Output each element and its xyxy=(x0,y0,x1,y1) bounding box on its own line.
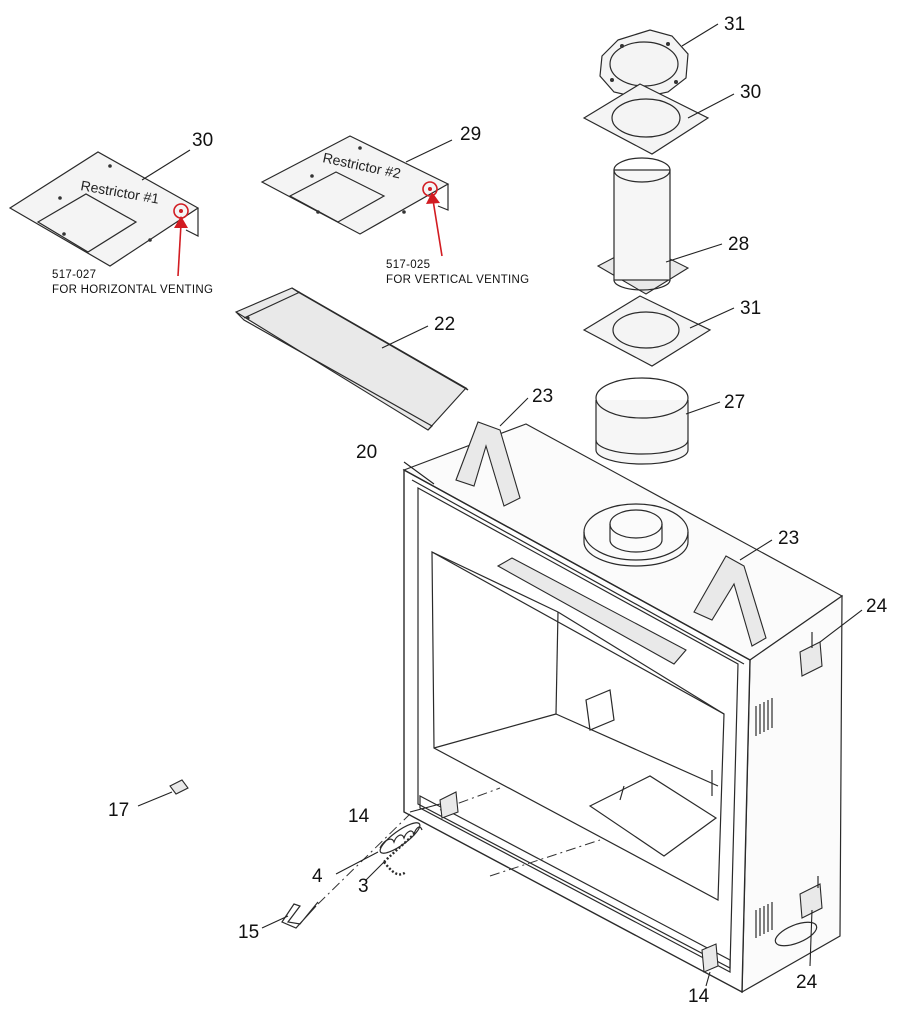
callout-22: 22 xyxy=(434,314,455,335)
callout-31-top: 31 xyxy=(724,14,745,35)
louver-upper xyxy=(755,698,773,736)
callout-24-top: 24 xyxy=(866,596,888,617)
part-22-channel xyxy=(234,287,469,431)
callout-17: 17 xyxy=(108,800,129,821)
restrictor-2-code: 517-025 xyxy=(386,259,430,271)
callout-24-bottom: 24 xyxy=(796,972,818,993)
restrictor-2-use: FOR VERTICAL VENTING xyxy=(386,274,529,286)
restrictor-1-code: 517-027 xyxy=(52,269,96,281)
callout-4: 4 xyxy=(312,866,323,887)
part-31-top-ring xyxy=(599,23,719,99)
part-14-left-latch xyxy=(409,791,459,819)
callout-30-plate: 30 xyxy=(192,130,213,151)
part-14-bottom-latch xyxy=(701,943,719,987)
callout-15: 15 xyxy=(238,922,259,943)
part-15-hook-tool xyxy=(261,901,319,929)
firebox-assembly xyxy=(317,423,844,994)
callout-31-mid: 31 xyxy=(740,298,761,319)
callout-23-left: 23 xyxy=(532,386,553,407)
restrictor-2-plate xyxy=(260,135,453,257)
part-24-bottom-bracket xyxy=(799,876,823,967)
part-31-mid-gasket xyxy=(582,295,735,367)
part-23-right-bracket xyxy=(693,539,773,647)
part-28-vent-pipe xyxy=(596,157,723,295)
callout-30-gasket: 30 xyxy=(740,82,761,103)
part-24-top-bracket xyxy=(799,609,863,677)
part-17-clip xyxy=(137,779,189,807)
louver-lower xyxy=(755,902,773,938)
callout-23-right: 23 xyxy=(778,528,799,549)
part-30-square-gasket xyxy=(582,83,735,155)
callout-20: 20 xyxy=(356,442,377,463)
part-23-left-bracket xyxy=(455,397,529,507)
restrictor-1-use: FOR HORIZONTAL VENTING xyxy=(52,284,213,296)
callout-27: 27 xyxy=(724,392,745,413)
callout-14-bottom: 14 xyxy=(688,986,710,1007)
part-27-collar xyxy=(595,377,721,465)
callout-14-left: 14 xyxy=(348,806,370,827)
callout-3: 3 xyxy=(358,876,369,897)
callout-29: 29 xyxy=(460,124,481,145)
part-4-spring xyxy=(335,822,423,875)
part-3-chain xyxy=(365,833,415,881)
restrictor-1-plate xyxy=(8,149,200,277)
callout-28: 28 xyxy=(728,234,749,255)
